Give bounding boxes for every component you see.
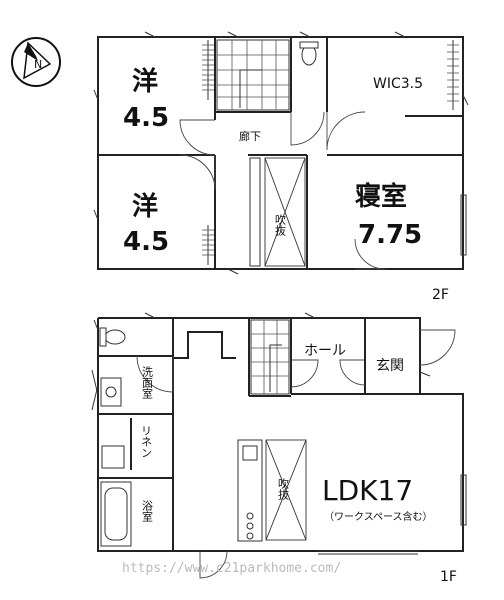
room-western-bottom-size: 4.5 (123, 227, 169, 257)
2f-doors (179, 111, 386, 270)
1f-washroom-sink (100, 377, 122, 407)
floor-label-2f: 2F (432, 287, 449, 303)
compass-needle-fill-icon (24, 43, 38, 61)
1f-windows (93, 312, 467, 555)
room-bathroom-name: 浴室 (141, 500, 154, 522)
room-western-top-size: 4.5 (123, 103, 169, 133)
room-western-top-name: 洋 (132, 66, 158, 97)
1f-void (265, 439, 307, 541)
2f-stairs (216, 39, 290, 111)
room-void-1f-name: 吹抜 (277, 478, 290, 501)
2f-void (249, 157, 306, 267)
compass-circle (11, 37, 61, 87)
room-void-2f-name: 吹抜 (274, 214, 287, 237)
floor-2f: 洋 4.5 洋 4.5 WIC3.5 廊下 吹抜 寝室 7.75 2F (93, 31, 469, 303)
room-hall-name: ホール (304, 343, 346, 359)
room-western-bottom-name: 洋 (132, 191, 158, 222)
compass: N (11, 37, 61, 87)
room-wic-name: WIC3.5 (373, 76, 423, 92)
1f-doors (91, 329, 456, 579)
room-linen-name: リネン (140, 425, 153, 458)
room-ldk-name: LDK17 (322, 474, 413, 507)
2f-closet-bottom (202, 225, 214, 265)
1f-linen-cabinet (101, 445, 125, 469)
room-ldk-note: （ワークスペース含む） (324, 510, 433, 523)
2f-wic-rail (447, 40, 459, 110)
2f-outer-wall (97, 36, 464, 270)
room-entrance-name: 玄関 (376, 357, 404, 374)
room-washroom-name: 洗面室 (141, 366, 154, 399)
2f-toilet (299, 41, 319, 66)
room-bedroom-size: 7.75 (358, 220, 422, 250)
1f-bathtub (100, 481, 132, 547)
compass-letter: N (34, 58, 42, 71)
room-bedroom-name: 寝室 (355, 181, 407, 212)
room-hallway-name: 廊下 (239, 129, 261, 143)
watermark-url: https://www.c21parkhome.com/ (122, 561, 341, 576)
floor-label-1f: 1F (440, 569, 457, 585)
1f-outer-wall (97, 317, 464, 552)
floor-1f: ホール 玄関 洗面室 リネン 浴室 吹抜 LDK17 （ワークスペース含む） 1… (91, 312, 467, 585)
1f-toilet (99, 327, 126, 347)
1f-kitchen-counter (237, 439, 263, 542)
2f-windows (93, 31, 469, 275)
1f-stairs (250, 319, 290, 395)
2f-closet-top (202, 40, 214, 100)
